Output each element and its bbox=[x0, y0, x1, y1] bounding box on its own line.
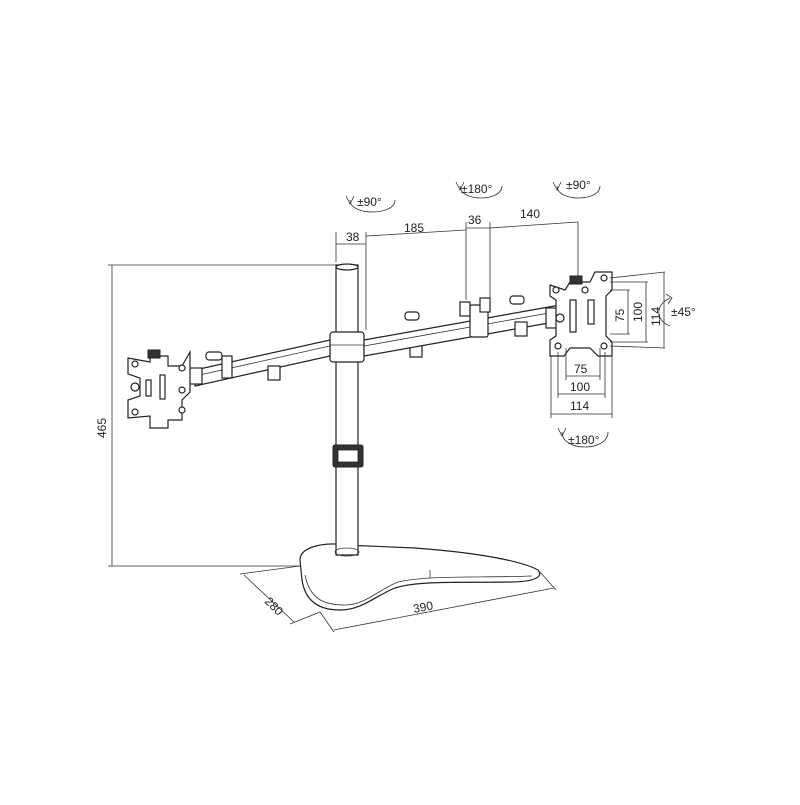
top-dimensions: 38 185 36 140 bbox=[335, 207, 579, 330]
dim-joint-width: 36 bbox=[468, 213, 482, 227]
rot-arrow-right bbox=[556, 185, 601, 199]
height-dimension: 465 bbox=[95, 264, 336, 567]
dim-vesa-inner-h: 75 bbox=[613, 308, 627, 322]
right-vesa-plate bbox=[549, 271, 613, 357]
dim-vesa-mid-h: 100 bbox=[631, 302, 645, 322]
vesa-dimensions: 75 100 114 75 100 114 bbox=[550, 271, 666, 418]
rot-arrow-bottom bbox=[561, 431, 609, 448]
dim-vesa-mid-w: 100 bbox=[570, 380, 590, 394]
rot-arrow-center bbox=[459, 185, 503, 199]
dim-height: 465 bbox=[95, 418, 109, 438]
rot-bottom-label: ±180° bbox=[568, 433, 600, 447]
left-knob bbox=[147, 349, 161, 359]
dim-arm-segment: 185 bbox=[404, 221, 424, 235]
tilt-arrow bbox=[658, 297, 671, 327]
rot-arrow-left bbox=[349, 199, 396, 213]
dim-pole-width: 38 bbox=[346, 230, 360, 244]
right-knob bbox=[569, 275, 583, 285]
left-vesa-plate bbox=[127, 349, 191, 429]
stand-pole bbox=[329, 263, 365, 557]
rot-left-label: ±90° bbox=[357, 195, 382, 209]
dim-vesa-outer-h: 114 bbox=[649, 307, 663, 326]
rot-center-label: ±180° bbox=[461, 182, 493, 196]
stand-base bbox=[299, 543, 541, 611]
rot-right-label: ±90° bbox=[566, 178, 591, 192]
dim-base-width: 390 bbox=[412, 598, 435, 616]
rotation-indicators: ±90° ±180° ±90° ±45° ±180° bbox=[345, 178, 696, 448]
right-arm bbox=[363, 295, 561, 357]
dim-vesa-outer-w: 114 bbox=[570, 399, 589, 413]
dim-vesa-inner-w: 75 bbox=[574, 362, 588, 376]
pole-collar bbox=[329, 331, 365, 363]
dim-arm-end: 140 bbox=[520, 207, 540, 221]
dim-base-depth: 280 bbox=[262, 594, 286, 618]
tilt-label: ±45° bbox=[671, 305, 696, 319]
